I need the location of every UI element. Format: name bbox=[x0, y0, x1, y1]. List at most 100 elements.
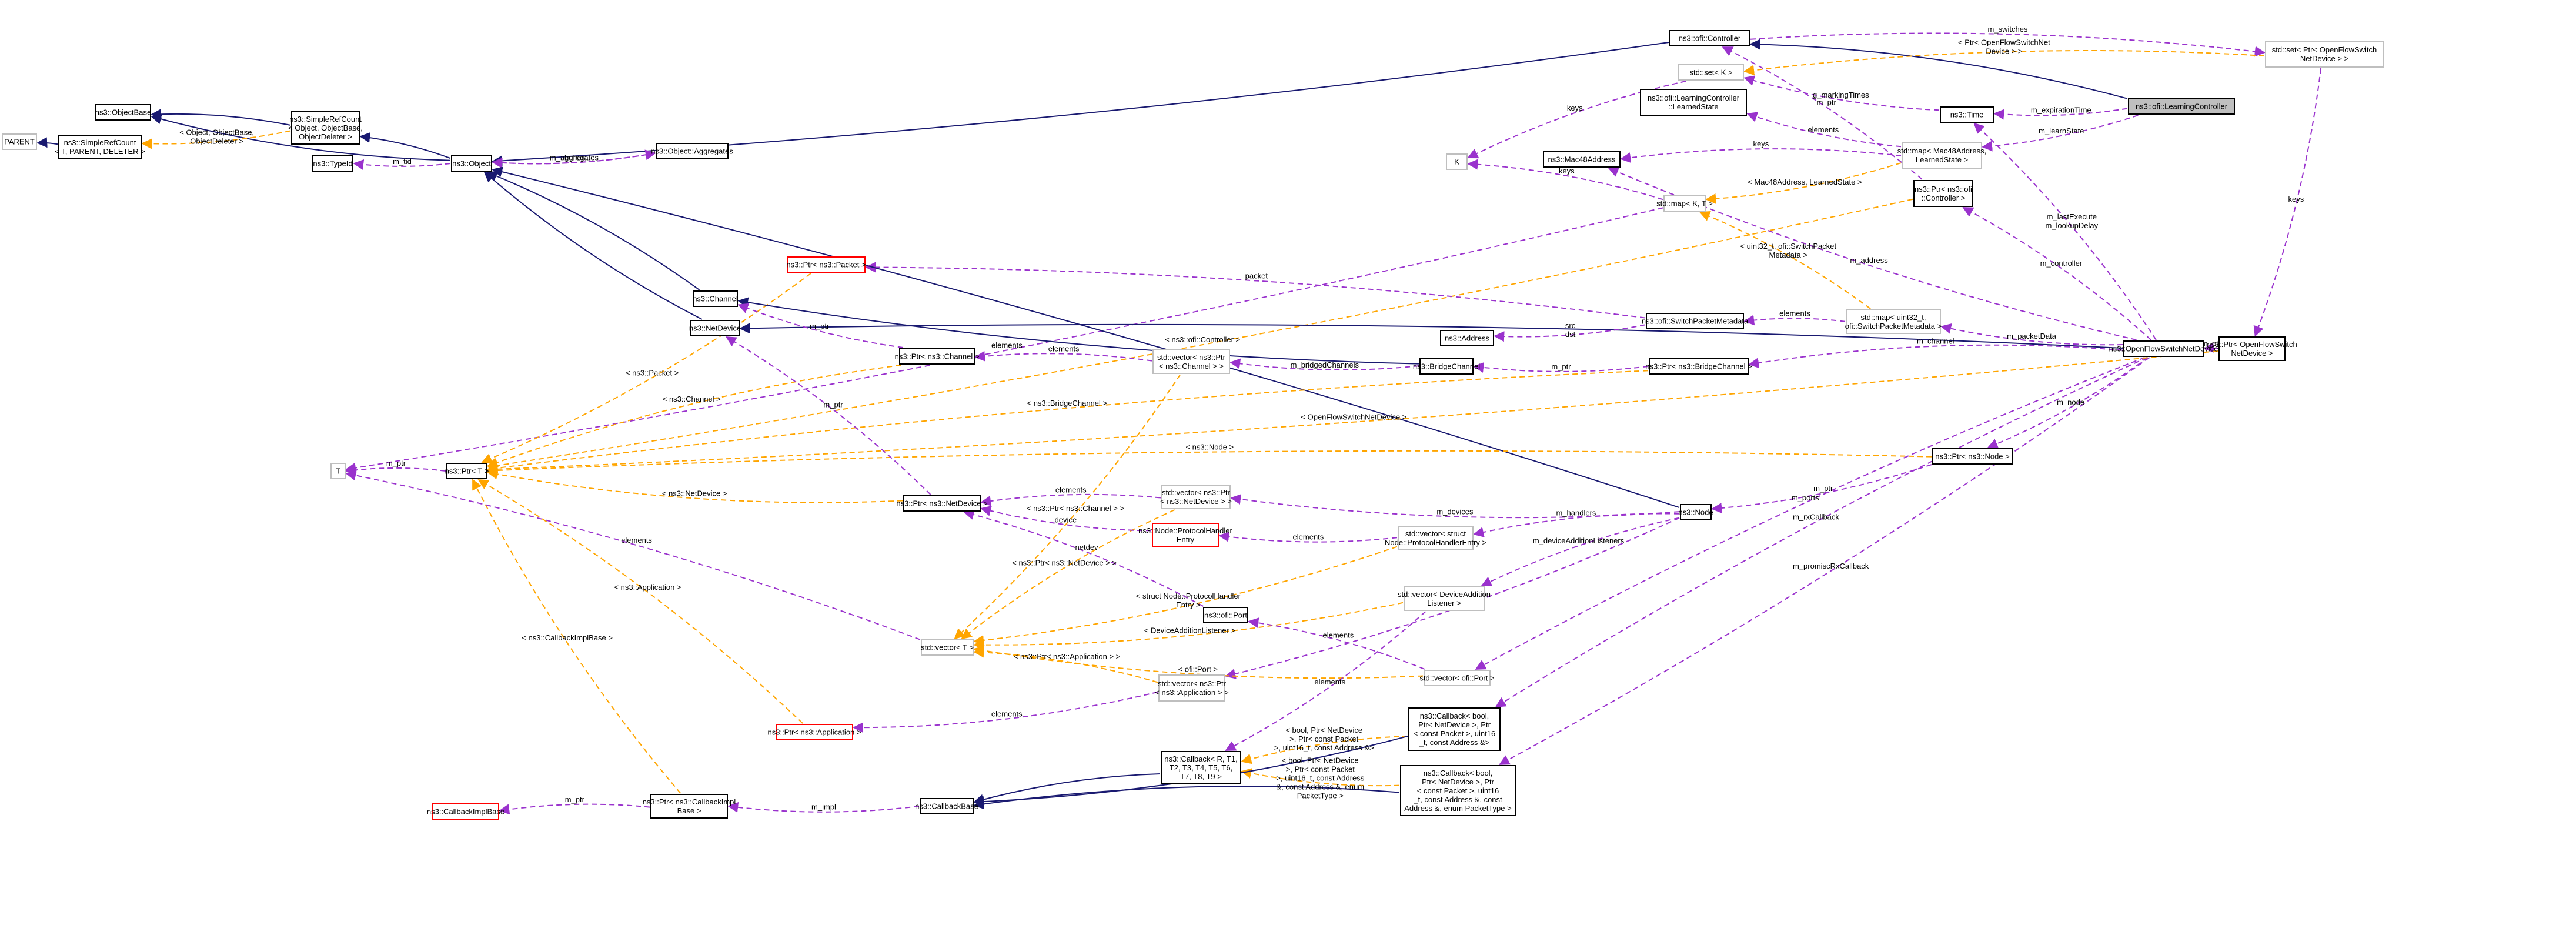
edge-usage-ofsnd-to-ptr_controller bbox=[1962, 207, 2151, 340]
class-node-netdevice[interactable]: ns3::NetDevice bbox=[689, 320, 741, 336]
class-node-label-line: ::LearnedState bbox=[1668, 102, 1718, 111]
nodes-layer: ns3::ofi::LearningController ns3::ofi::Co… bbox=[2, 30, 2384, 820]
class-node-address[interactable]: ns3::Address bbox=[1440, 330, 1494, 346]
class-node-label-line: T2, T3, T4, T5, T6, bbox=[1170, 763, 1232, 772]
edge-inherit-ofsnd-to-netdevice bbox=[739, 323, 2123, 349]
edge-label-line: < ns3::Packet > bbox=[626, 368, 679, 377]
edge-label-line: dst bbox=[1565, 330, 1576, 339]
class-node-vec-port[interactable]: std::vector< ofi::Port > bbox=[1419, 670, 1495, 686]
edge-usage-vec_t-to-t bbox=[345, 470, 921, 640]
class-node-box bbox=[690, 320, 740, 336]
edge-label: m_promiscRxCallback bbox=[1793, 562, 1869, 570]
class-node-bridge-channel[interactable]: ns3::BridgeChannel bbox=[1413, 358, 1480, 375]
edge-label-line: m_ptr bbox=[1817, 98, 1837, 106]
class-node-ptr-bridge-channel[interactable]: ns3::Ptr< ns3::BridgeChannel > bbox=[1645, 358, 1752, 375]
class-node-typeid[interactable]: ns3::TypeId bbox=[312, 155, 353, 172]
edge-usage-vec_ptr_app-to-ptr_app bbox=[853, 691, 1158, 733]
edge-label: m_packetData bbox=[2007, 332, 2057, 340]
class-node-label-line: ns3::Node bbox=[1678, 508, 1713, 517]
edge-usage-ptr_controller-to-controller bbox=[1722, 46, 1923, 180]
edge-label-line: m_controller bbox=[2040, 259, 2083, 268]
edge-label: elements bbox=[1807, 125, 1839, 134]
edge-label-line: >, Ptr< const Packet bbox=[1286, 765, 1355, 774]
class-node-object[interactable]: ns3::Object bbox=[451, 155, 492, 172]
class-node-ptr-channel[interactable]: ns3::Ptr< ns3::Channel > bbox=[895, 348, 980, 365]
class-node-vec-ptr-app[interactable]: std::vector< ns3::Ptr< ns3::Application … bbox=[1155, 674, 1229, 702]
class-node-node[interactable]: ns3::Node bbox=[1678, 504, 1713, 520]
class-node-label-line: < ns3::Channel > > bbox=[1159, 362, 1224, 370]
edge-label-line: < ns3::Application > bbox=[614, 583, 681, 592]
edge-label-line: m_lastExecute bbox=[2047, 212, 2097, 221]
class-node-mac48[interactable]: ns3::Mac48Address bbox=[1543, 151, 1621, 168]
class-node-label: std::map< uint32_t,ofi::SwitchPacketMeta… bbox=[1845, 313, 1942, 330]
class-node-label: ns3::CallbackBase bbox=[915, 802, 978, 811]
class-node-callback-impl-base[interactable]: ns3::CallbackImplBase bbox=[427, 803, 504, 820]
class-node-ptr-app[interactable]: ns3::Ptr< ns3::Application > bbox=[768, 724, 861, 740]
edge-label: m_tid bbox=[393, 157, 412, 166]
edge-label: m_ptr bbox=[386, 459, 406, 467]
class-node-aggregates[interactable]: ns3::Object::Aggregates bbox=[651, 143, 733, 159]
class-node-srf-tpd[interactable]: ns3::SimpleRefCount< T, PARENT, DELETER … bbox=[55, 135, 145, 159]
class-node-controller[interactable]: ns3::ofi::Controller bbox=[1669, 30, 1750, 46]
class-node-map-kt[interactable]: std::map< K, T > bbox=[1656, 195, 1713, 212]
class-node-map-u32-spm[interactable]: std::map< uint32_t,ofi::SwitchPacketMeta… bbox=[1845, 309, 1942, 334]
class-node-cb-rx[interactable]: ns3::Callback< bool,Ptr< NetDevice >, Pt… bbox=[1408, 707, 1501, 751]
class-node-ptr-t[interactable]: ns3::Ptr< T > bbox=[445, 463, 489, 479]
class-node-box bbox=[432, 803, 499, 820]
class-node-vec-t[interactable]: std::vector< T > bbox=[921, 639, 974, 656]
class-node-vec-ptr-netdevice[interactable]: std::vector< ns3::Ptr< ns3::NetDevice > … bbox=[1160, 485, 1232, 509]
class-node-label: ns3::Callback< bool,Ptr< NetDevice >, Pt… bbox=[1404, 769, 1511, 813]
class-node-ptr-controller[interactable]: ns3::Ptr< ns3::ofi::Controller > bbox=[1913, 180, 1973, 207]
class-node-object-base[interactable]: ns3::ObjectBase bbox=[95, 104, 151, 121]
edge-label: m_learnState bbox=[2039, 126, 2084, 135]
edge-label: < Mac48Address, LearnedState > bbox=[1748, 178, 1862, 186]
class-node-learned-state[interactable]: ns3::ofi::LearningController::LearnedSta… bbox=[1640, 89, 1747, 116]
class-node-time[interactable]: ns3::Time bbox=[1940, 106, 1994, 123]
class-node-switch-pkt-meta[interactable]: ns3::ofi::SwitchPacketMetadata bbox=[1642, 313, 1749, 329]
class-node-label: ns3::BridgeChannel bbox=[1413, 362, 1480, 371]
class-node-label: ns3::CallbackImplBase bbox=[427, 807, 504, 816]
class-node-port[interactable]: ns3::ofi::Port bbox=[1203, 607, 1248, 623]
class-node-k[interactable]: K bbox=[1446, 153, 1468, 170]
class-node-cb-generic[interactable]: ns3::Callback< R, T1,T2, T3, T4, T5, T6,… bbox=[1161, 751, 1241, 784]
edge-label: m_channel bbox=[1917, 337, 1954, 346]
class-node-label-line: _t, const Address &, const bbox=[1413, 795, 1502, 804]
class-node-set-k[interactable]: std::set< K > bbox=[1678, 64, 1744, 81]
class-node-ofsnd[interactable]: ns3::OpenFlowSwitchNetDevice bbox=[2109, 340, 2218, 357]
class-node-parent[interactable]: PARENT bbox=[2, 133, 37, 150]
class-node-label-line: std::map< uint32_t, bbox=[1861, 313, 1926, 322]
edge-usage-ofsnd-to-map_u32_spm bbox=[1940, 323, 2123, 346]
class-node-ptr-node[interactable]: ns3::Ptr< ns3::Node > bbox=[1932, 448, 2013, 465]
class-node-srf-obj[interactable]: ns3::SimpleRefCount< Object, ObjectBase,… bbox=[288, 111, 363, 145]
class-node-label-line: ::Controller > bbox=[1922, 193, 1966, 202]
class-node-callback-base[interactable]: ns3::CallbackBase bbox=[915, 798, 978, 814]
edge-label-line: m_ptr bbox=[386, 459, 406, 467]
class-node-t[interactable]: T bbox=[330, 463, 346, 479]
edge-usage-learning_controller-to-time bbox=[1993, 108, 2128, 120]
class-node-box bbox=[1846, 309, 1941, 334]
edge-label-line: netdev bbox=[1075, 543, 1099, 552]
edge-label-line: < ns3::Ptr< ns3::Application > > bbox=[1014, 652, 1120, 661]
class-node-map-mac-ls[interactable]: std::map< Mac48Address,LearnedState > bbox=[1897, 142, 1986, 169]
edge-label-line: < Ptr< OpenFlowSwitchNet bbox=[1958, 38, 2050, 47]
class-node-learning-controller[interactable]: ns3::ofi::LearningController bbox=[2128, 98, 2235, 115]
class-node-channel[interactable]: ns3::Channel bbox=[693, 290, 738, 307]
class-node-vec-ptr-channel[interactable]: std::vector< ns3::Ptr< ns3::Channel > > bbox=[1152, 349, 1230, 374]
class-node-box bbox=[330, 463, 346, 479]
edge-label: m_handlers bbox=[1556, 509, 1596, 517]
class-node-ptr-packet[interactable]: ns3::Ptr< ns3::Packet > bbox=[786, 256, 866, 273]
class-node-ptr-netdevice[interactable]: ns3::Ptr< ns3::NetDevice > bbox=[896, 495, 988, 512]
edge-label-line: m_ptr bbox=[2201, 339, 2221, 348]
class-node-label-line: ns3::Ptr< OpenFlowSwitch bbox=[2207, 340, 2297, 349]
class-node-label-line: ns3::NetDevice bbox=[689, 324, 741, 333]
class-node-label: ns3::NetDevice bbox=[689, 324, 741, 333]
class-node-cb-promisc[interactable]: ns3::Callback< bool,Ptr< NetDevice >, Pt… bbox=[1400, 765, 1516, 816]
